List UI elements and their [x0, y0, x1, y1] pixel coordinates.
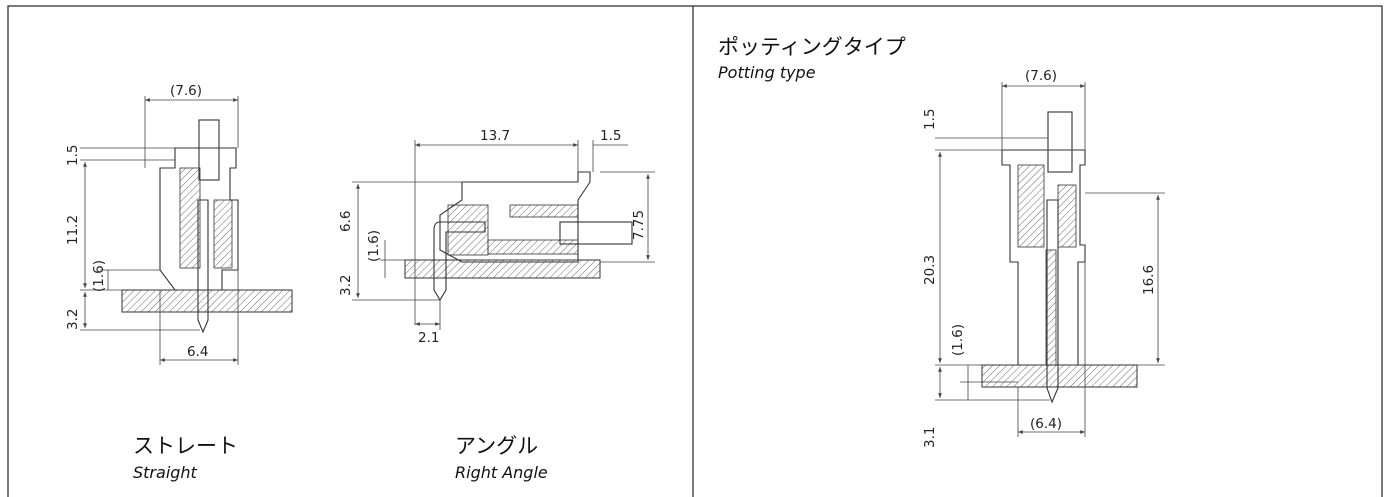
- straight-connector-drawing: (7.6) 1.5 11.2 (1.6) 3.2 6.4: [65, 83, 293, 365]
- pcb-board: [121, 289, 293, 313]
- body-section-right: [213, 199, 233, 269]
- straight-label-en: Straight: [133, 463, 198, 482]
- right-angle-dim-3: (1.6): [366, 230, 382, 262]
- body-section-top: [509, 204, 579, 218]
- potting-dim-top-width: (7.6): [1025, 68, 1057, 84]
- body-section-left: [179, 167, 201, 269]
- pcb-board: [404, 259, 601, 279]
- wire: [1047, 111, 1073, 173]
- right-angle-dim-2: 6.6: [338, 211, 354, 232]
- contact-pin: [197, 199, 209, 334]
- right-angle-label-en: Right Angle: [455, 463, 548, 482]
- connector-body: [439, 171, 591, 263]
- wire: [198, 119, 220, 181]
- right-angle-dim-height: 7.75: [631, 210, 647, 240]
- body-section-left: [1017, 164, 1045, 248]
- body-section-left: [447, 204, 489, 256]
- right-angle-connector-drawing: 13.7 1.5 6.6 (1.6) 3.2 7.75 2.1: [338, 128, 655, 346]
- potting-label-en: Potting type: [718, 63, 816, 82]
- right-angle-label-jp: アングル: [455, 434, 538, 458]
- potting-dim-1: 1.5: [922, 109, 938, 130]
- straight-dim-1: 1.5: [65, 145, 81, 166]
- connector-body: [159, 147, 239, 291]
- potting-connector-drawing: (7.6) 1.5 20.3 (1.6) 3.1 16.6 (6.4): [922, 68, 1165, 448]
- straight-dim-4: 3.2: [65, 309, 81, 330]
- potting-dim-4: 3.1: [922, 427, 938, 448]
- straight-dim-top-width: (7.6): [170, 83, 202, 99]
- straight-label-jp: ストレート: [133, 434, 238, 458]
- wire: [559, 221, 633, 245]
- connector-body: [1001, 149, 1086, 366]
- potting-dim-bottom-width: (6.4): [1030, 416, 1062, 432]
- potting-label-jp: ポッティングタイプ: [718, 35, 906, 59]
- potting-dim-3: (1.6): [950, 324, 966, 356]
- contact-pin: [1046, 199, 1059, 404]
- right-angle-dim-length: 13.7: [480, 128, 510, 144]
- right-angle-dim-4: 3.2: [338, 275, 354, 296]
- straight-dim-bottom-width: 6.4: [187, 344, 208, 360]
- outer-frame: [7, 5, 1383, 497]
- straight-dim-2: 11.2: [65, 215, 81, 245]
- pcb-board: [981, 364, 1138, 388]
- body-section-bottom: [487, 239, 579, 255]
- contact-pin: [433, 221, 486, 302]
- right-angle-dim-1: 1.5: [600, 128, 621, 144]
- potting-dim-2: 20.3: [922, 255, 938, 285]
- body-section-right: [1057, 184, 1077, 248]
- straight-dim-3: (1.6): [91, 260, 107, 292]
- potting-dim-right: 16.6: [1141, 265, 1157, 295]
- right-angle-dim-pin: 2.1: [418, 330, 439, 346]
- potting-sleeve: [1045, 249, 1057, 366]
